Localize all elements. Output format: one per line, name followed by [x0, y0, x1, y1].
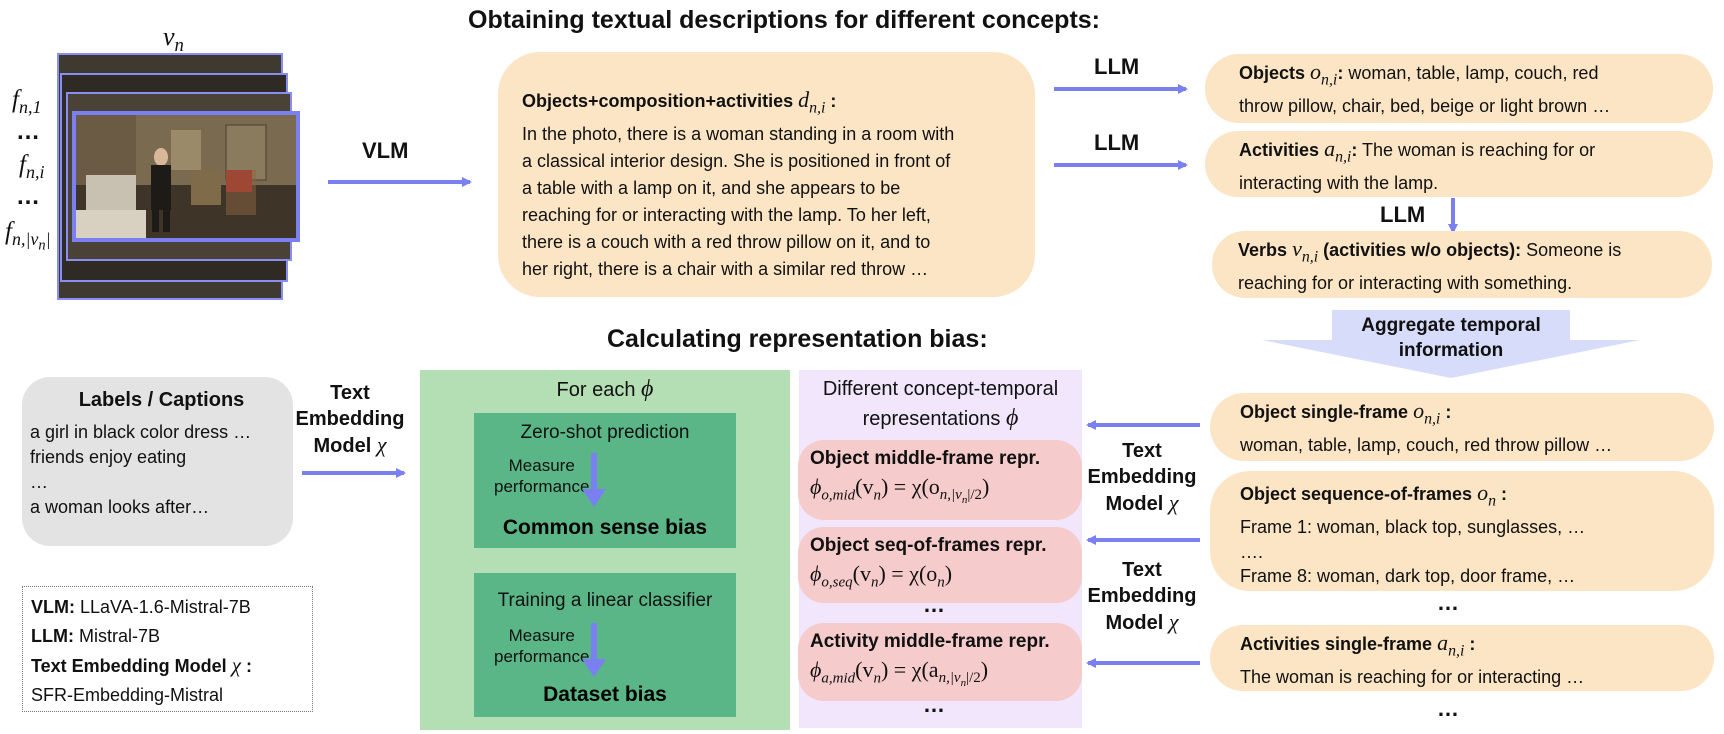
- text-embedding-label-left: Text Embedding Model χ: [295, 382, 405, 457]
- green-panel: For each ϕ Zero-shot prediction Measure …: [420, 370, 790, 730]
- green-panel-header: For each ϕ: [556, 376, 654, 402]
- measure-arrow-2: [582, 623, 606, 677]
- frame-label-i: fn,i: [19, 151, 45, 182]
- model-legend: VLM: LLaVA-1.6-Mistral-7B LLM: Mistral-7…: [22, 586, 313, 712]
- description-box: Objects+composition+activities dn,i : In…: [498, 52, 1035, 297]
- llm-label-2: LLM: [1094, 130, 1140, 155]
- vlm-label: VLM: [362, 138, 409, 163]
- title-calculating: Calculating representation bias:: [607, 325, 988, 353]
- object-single-frame-box: Object single-frame on,i : woman, table,…: [1210, 393, 1714, 461]
- activities-box: Activities an,i: The woman is reaching f…: [1205, 131, 1713, 197]
- description-title: Objects+composition+activities dn,i :: [522, 87, 837, 117]
- purple-dots-1: …: [923, 592, 946, 617]
- title-obtaining: Obtaining textual descriptions for diffe…: [468, 6, 1101, 34]
- frame-label-last: fn,|vn|: [5, 218, 51, 254]
- video-label: vn: [163, 22, 184, 57]
- description-text: In the photo, there is a woman standing …: [522, 124, 955, 280]
- text-embedding-label-right-1: Text Embedding Model χ: [1087, 440, 1197, 515]
- object-middle-frame-repr: Object middle-frame repr. ϕo,mid(vn) = χ…: [798, 440, 1082, 520]
- text-embedding-label-right-2: Text Embedding Model χ: [1087, 559, 1197, 634]
- labels-captions-title: Labels / Captions: [78, 389, 245, 411]
- video-frames: vn fn,1 … fn,i … fn,|vn|: [0, 0, 300, 300]
- llm-label-1: LLM: [1094, 54, 1140, 79]
- purple-dots-2: …: [923, 692, 946, 717]
- aggregate-label: Aggregate temporal information: [1361, 315, 1541, 361]
- object-sequence-box: Object sequence-of-frames on : Frame 1: …: [1210, 471, 1714, 591]
- frame-dots-2: …: [16, 183, 40, 210]
- frame-dots-1: …: [16, 118, 40, 145]
- llm-label-3: LLM: [1380, 202, 1426, 227]
- right-dots-mid: …: [1437, 590, 1460, 615]
- purple-panel-header: Different concept-temporal representatio…: [822, 378, 1059, 431]
- common-sense-box: Zero-shot prediction Measure performance…: [474, 413, 736, 548]
- activities-single-frame-box: Activities single-frame an,i : The woman…: [1210, 625, 1714, 691]
- purple-panel: Different concept-temporal representatio…: [798, 370, 1082, 728]
- object-seq-frames-repr: Object seq-of-frames repr. ϕo,seq(vn) = …: [798, 527, 1082, 603]
- objects-box: Objects on,i: woman, table, lamp, couch,…: [1205, 54, 1713, 123]
- room-scene-image: [76, 115, 296, 238]
- dataset-bias-box: Training a linear classifier Measure per…: [474, 573, 736, 717]
- video-frame-image: [72, 111, 300, 242]
- frame-label-1: fn,1: [12, 86, 42, 117]
- right-dots-bottom: …: [1437, 696, 1460, 721]
- activity-middle-frame-repr: Activity middle-frame repr. ϕa,mid(vn) =…: [798, 623, 1082, 701]
- labels-captions-box: Labels / Captions a girl in black color …: [22, 377, 293, 546]
- verbs-box: Verbs νn,i (activities w/o objects): Som…: [1212, 231, 1712, 298]
- measure-arrow-1: [582, 453, 606, 507]
